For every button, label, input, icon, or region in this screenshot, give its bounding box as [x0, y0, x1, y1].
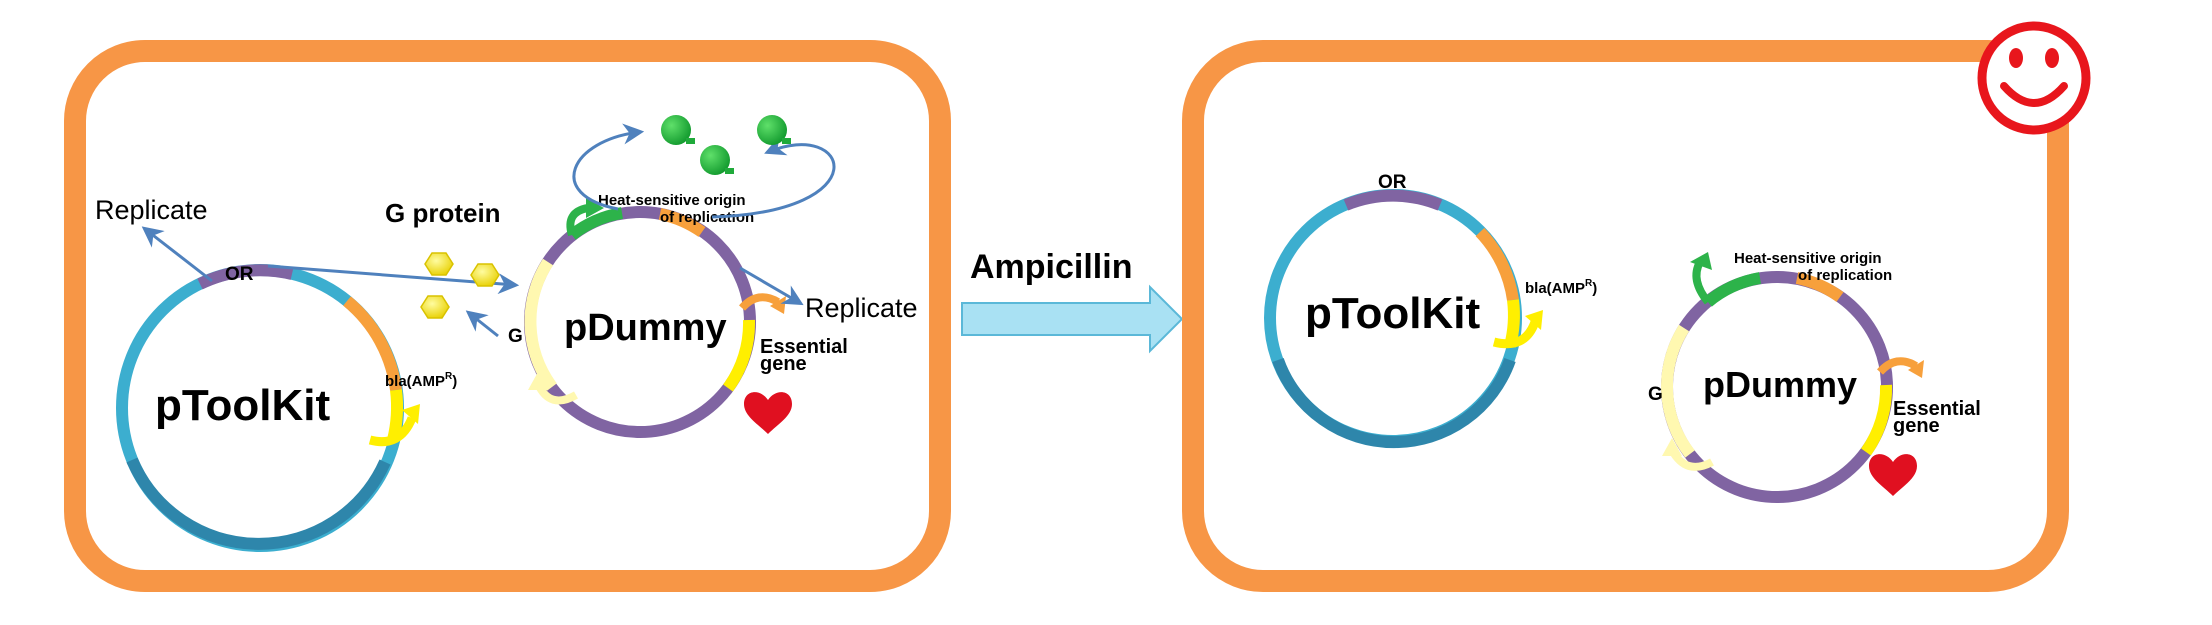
left-dummy-essential-segment — [723, 319, 756, 392]
right-dummy-essential-arrowhead — [1908, 360, 1924, 378]
left-dummy-green-segment — [568, 207, 624, 240]
green-molecule-icon — [725, 168, 734, 174]
right-replicate-label: Replicate — [805, 293, 918, 323]
right-dummy-g-arrowhead — [1662, 438, 1682, 456]
left-dummy-plasmid: pDummy G Heat-sensitive origin of replic… — [508, 192, 848, 438]
left-dummy-essential-label-2: gene — [760, 353, 807, 375]
origin-loop-arrow — [572, 123, 645, 211]
right-dummy-origin-label-2: of replication — [1798, 267, 1892, 284]
left-toolkit-plasmid: pToolKit OR bla(AMPR) — [116, 264, 457, 552]
replication-loop-arrow — [711, 135, 836, 219]
green-molecule-icon — [661, 115, 691, 145]
right-dummy-name: pDummy — [1703, 364, 1857, 405]
left-dummy-origin-label-2: of replication — [660, 209, 754, 226]
heart-icon — [744, 392, 792, 434]
right-toolkit-lower-ring — [1272, 357, 1516, 449]
green-molecule-icon — [700, 145, 730, 175]
right-dummy-essential-segment — [1861, 384, 1893, 456]
right-dummy-g-label: G — [1648, 384, 1663, 405]
right-toolkit-bla-segment — [1475, 227, 1519, 301]
left-toolkit-promoter-arrowhead — [402, 404, 420, 424]
left-dummy-essential-label-1: Essential — [760, 336, 848, 358]
left-dummy-name: pDummy — [564, 307, 727, 349]
g-protein-hex-icon — [420, 295, 450, 319]
or-to-gprotein-arrow — [267, 264, 520, 295]
left-toolkit-bla-segment — [343, 296, 402, 391]
left-toolkit-bla-label: bla(AMPR) — [385, 371, 457, 390]
left-dummy-green-arrow — [566, 204, 589, 237]
smiley-face-outline — [1977, 21, 2091, 135]
replication-molecules — [661, 115, 791, 175]
g-to-protein-arrow — [465, 310, 499, 338]
right-dummy-green-arrowhead — [1690, 252, 1712, 270]
left-dummy-g-arrowhead — [528, 372, 548, 390]
g-protein-hex-icon — [470, 263, 500, 287]
heart-icon — [1869, 454, 1917, 496]
right-dummy-green-arrow — [1692, 260, 1712, 305]
left-dummy-essential-arrow — [739, 293, 781, 311]
right-cell: pToolKit OR bla(AMPR) pDummy G Heat-sens… — [1182, 21, 2091, 592]
green-molecule-icon — [686, 138, 695, 144]
left-dummy-pale-g-segment — [524, 258, 557, 391]
ampicillin-big-arrow — [961, 284, 1184, 354]
ampicillin-transition: Ampicillin — [961, 248, 1184, 354]
left-toolkit-promoter-arrow — [368, 416, 417, 447]
right-dummy-essential-label-1: Essential — [1893, 398, 1981, 420]
right-dummy-pale-g-segment — [1661, 324, 1695, 458]
left-dummy-g-label: G — [508, 326, 523, 347]
g-protein-label: G protein — [385, 198, 501, 228]
ampicillin-label: Ampicillin — [970, 248, 1132, 286]
right-toolkit-promoter-arrowhead — [1525, 310, 1543, 330]
green-molecule-icon — [782, 138, 791, 144]
right-dummy-essential-arrow — [1877, 357, 1919, 375]
right-toolkit-or-segment — [1343, 189, 1443, 211]
smiley-left-eye — [2009, 48, 2023, 68]
green-molecule-icon — [757, 115, 787, 145]
right-dummy-orange-segment — [1795, 272, 1844, 302]
g-protein-hex-icon — [424, 252, 454, 276]
right-toolkit-bla-label: bla(AMPR) — [1525, 278, 1597, 297]
left-dummy-green-arrowhead — [586, 198, 604, 218]
right-replicate-arrow — [739, 266, 804, 306]
right-dummy-essential-label-2: gene — [1893, 415, 1940, 437]
right-toolkit-plasmid: pToolKit OR bla(AMPR) — [1264, 172, 1597, 449]
right-dummy-green-segment — [1704, 272, 1762, 307]
right-toolkit-name: pToolKit — [1305, 289, 1480, 338]
right-toolkit-or-label: OR — [1378, 172, 1407, 193]
left-toolkit-name: pToolKit — [155, 381, 330, 430]
left-dummy-origin-label-1: Heat-sensitive origin — [598, 192, 746, 209]
left-toolkit-lower-ring — [126, 457, 391, 550]
smiley-icon — [1977, 21, 2091, 135]
smiley-mouth — [2000, 82, 2068, 107]
left-cell-border — [64, 40, 951, 592]
left-dummy-orange-segment — [658, 208, 706, 237]
left-cell: pToolKit OR bla(AMPR) Replicate G protei… — [64, 40, 951, 592]
left-toolkit-or-label: OR — [225, 264, 254, 285]
left-replicate-arrow — [141, 226, 213, 283]
right-toolkit-promoter-arrow — [1492, 320, 1540, 349]
right-cell-border — [1182, 40, 2069, 592]
right-dummy-plasmid: pDummy G Heat-sensitive origin of replic… — [1648, 250, 1981, 503]
g-protein-molecules — [420, 252, 500, 319]
smiley-right-eye — [2045, 48, 2059, 68]
right-dummy-origin-label-1: Heat-sensitive origin — [1734, 250, 1882, 267]
left-replicate-label: Replicate — [95, 195, 208, 225]
